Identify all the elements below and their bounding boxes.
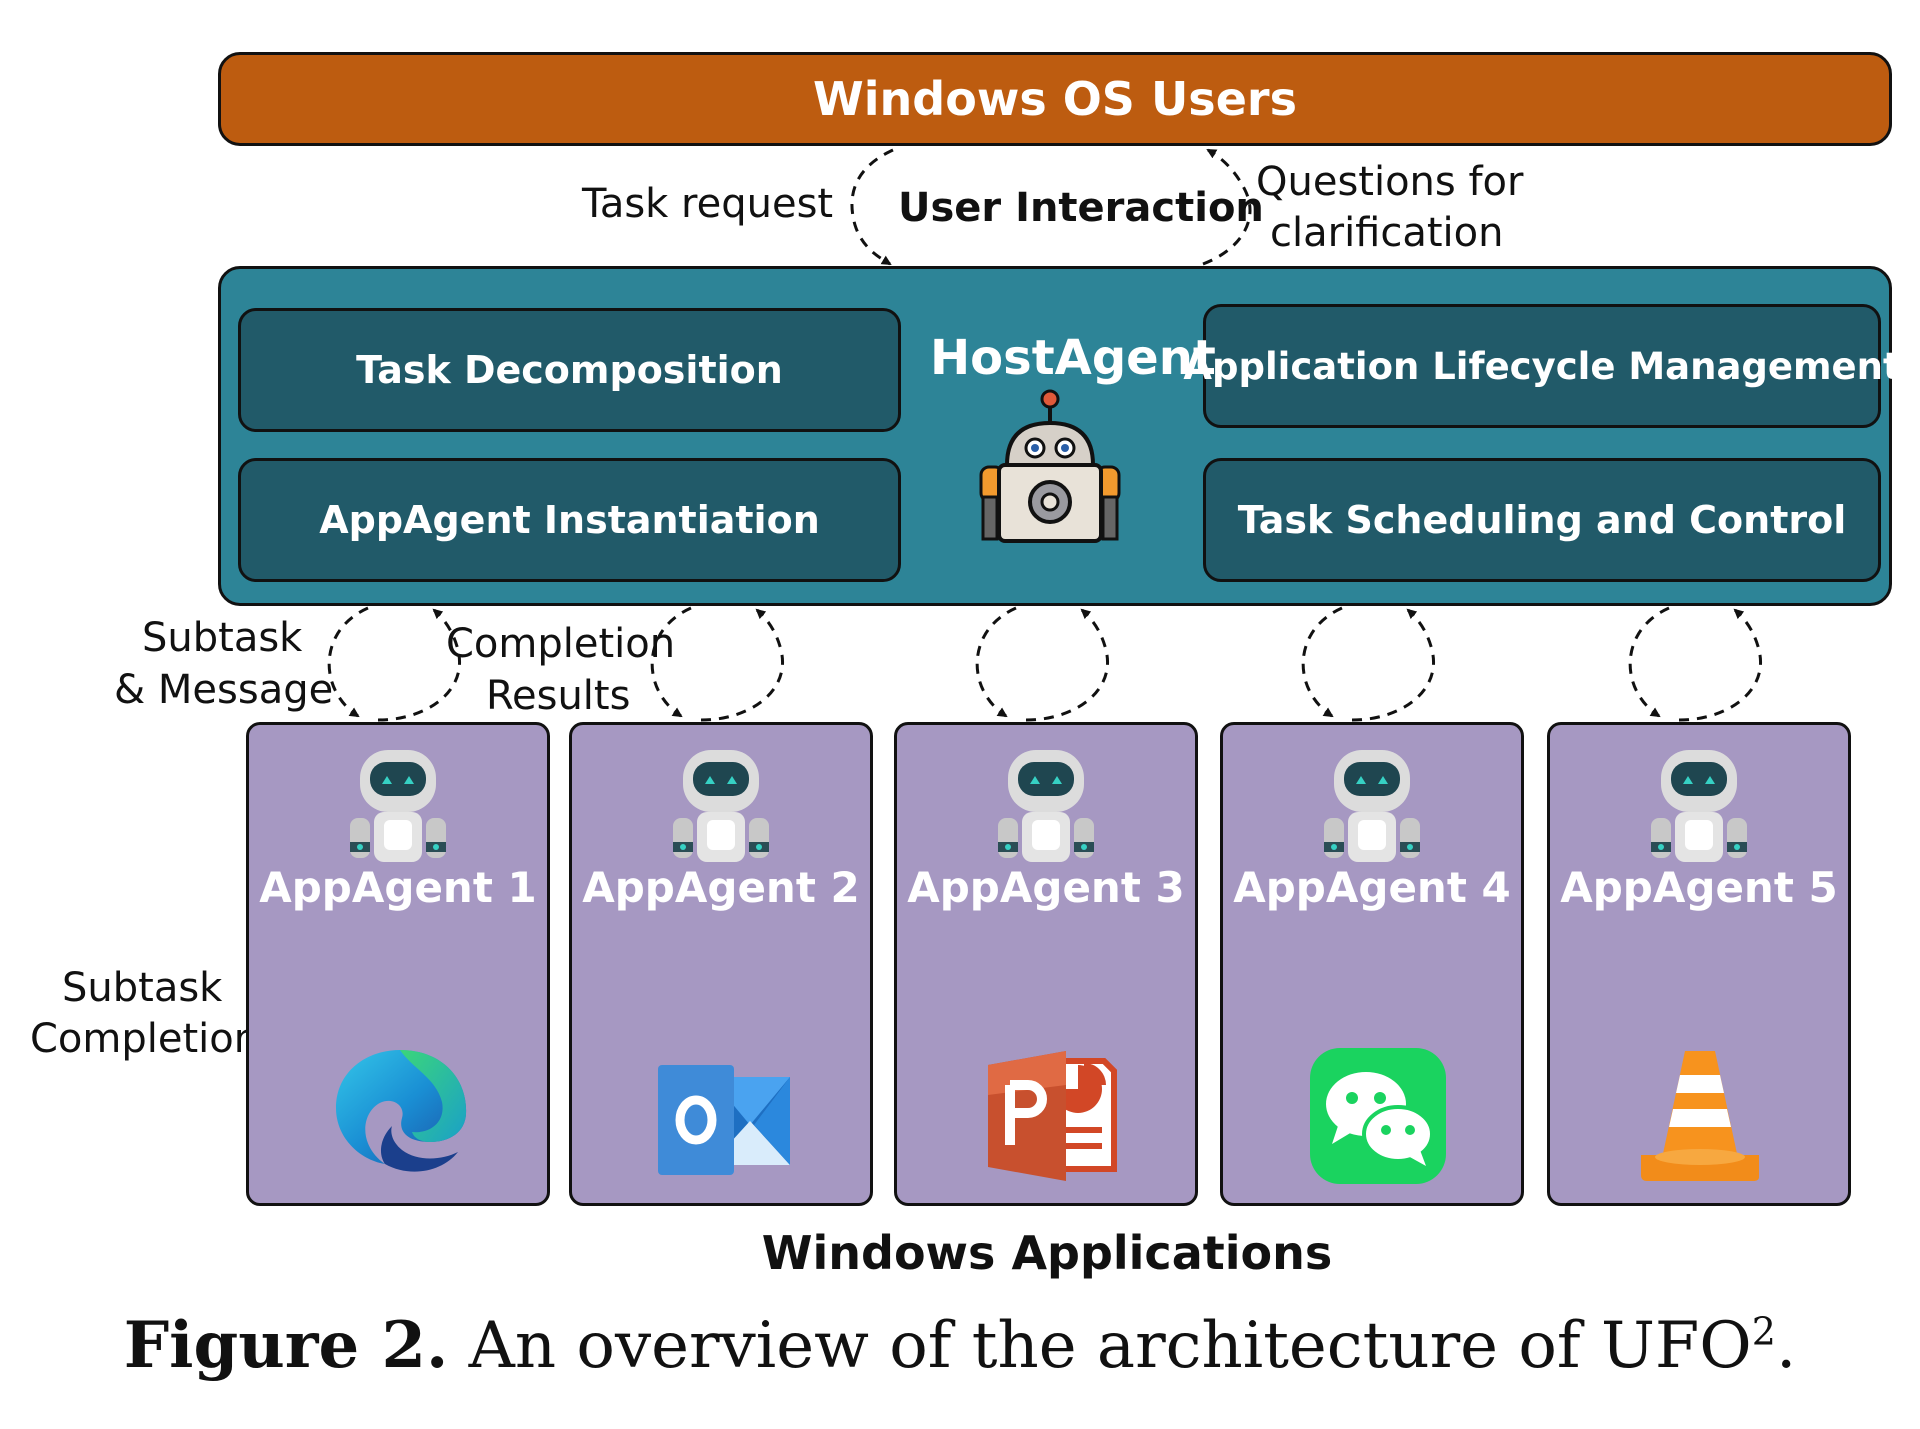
task-request-arrow xyxy=(850,148,894,266)
completion-label-line2: Results xyxy=(486,673,631,719)
subtask-completion-line2: Completion xyxy=(30,1016,260,1062)
module-label: Task Scheduling and Control xyxy=(1237,498,1847,542)
app-robot-icon xyxy=(673,750,769,862)
vlc-icon xyxy=(1641,1051,1759,1181)
outlook-icon xyxy=(658,1065,790,1175)
powerpoint-icon xyxy=(988,1051,1117,1181)
clarification-arrow xyxy=(1202,148,1252,266)
caption-prefix: Figure 2. xyxy=(123,1308,449,1383)
user-interaction-label: User Interaction xyxy=(898,185,1264,231)
result-arrow xyxy=(377,608,461,722)
task-request-label: Task request xyxy=(582,181,834,227)
subtask-label-line1: Subtask xyxy=(142,615,303,661)
questions-label-line1: Questions for xyxy=(1256,159,1524,205)
app-agent-name: AppAgent 1 xyxy=(259,863,537,912)
module-label: Task Decomposition xyxy=(356,348,783,392)
result-arrow xyxy=(1678,608,1762,722)
users-title: Windows OS Users xyxy=(813,72,1297,126)
module-label: Application Lifecycle Management xyxy=(1183,344,1901,388)
app-agent-name: AppAgent 4 xyxy=(1233,863,1511,912)
app-robot-icon xyxy=(1651,750,1747,862)
module-label: AppAgent Instantiation xyxy=(319,498,820,542)
host-robot-icon xyxy=(979,389,1121,543)
host-agent-title: HostAgent xyxy=(930,330,1216,386)
subtask-completion-line1: Subtask xyxy=(62,965,223,1011)
questions-label-line2: clarification xyxy=(1270,210,1504,256)
figure-caption: Figure 2. An overview of the architectur… xyxy=(0,1308,1920,1383)
app-agent-name: AppAgent 2 xyxy=(582,863,860,912)
app-robot-icon xyxy=(998,750,1094,862)
app-robot-icon xyxy=(350,750,446,862)
caption-superscript: 2 xyxy=(1751,1309,1776,1354)
appagent-instantiation-box: AppAgent Instantiation xyxy=(238,458,901,582)
agent-loops xyxy=(327,606,1762,722)
edge-icon xyxy=(336,1050,467,1172)
app-robot-icon xyxy=(1324,750,1420,862)
task-decomposition-box: Task Decomposition xyxy=(238,308,901,432)
windows-os-users-bar: Windows OS Users xyxy=(218,52,1892,146)
app-agent-name: AppAgent 3 xyxy=(907,863,1185,912)
task-scheduling-box: Task Scheduling and Control xyxy=(1203,458,1881,582)
app-agent-name: AppAgent 5 xyxy=(1560,863,1838,912)
application-lifecycle-box: Application Lifecycle Management xyxy=(1183,304,1901,428)
result-arrow xyxy=(1351,608,1435,722)
result-arrow xyxy=(1025,608,1109,722)
result-arrow xyxy=(700,608,784,722)
windows-applications-label: Windows Applications xyxy=(761,1226,1333,1280)
caption-text: An overview of the architecture of UFO xyxy=(468,1309,1752,1383)
wechat-icon xyxy=(1310,1048,1446,1184)
completion-label-line1: Completion xyxy=(446,621,676,667)
caption-suffix: . xyxy=(1775,1309,1797,1383)
subtask-label-line2: & Message xyxy=(114,667,334,713)
